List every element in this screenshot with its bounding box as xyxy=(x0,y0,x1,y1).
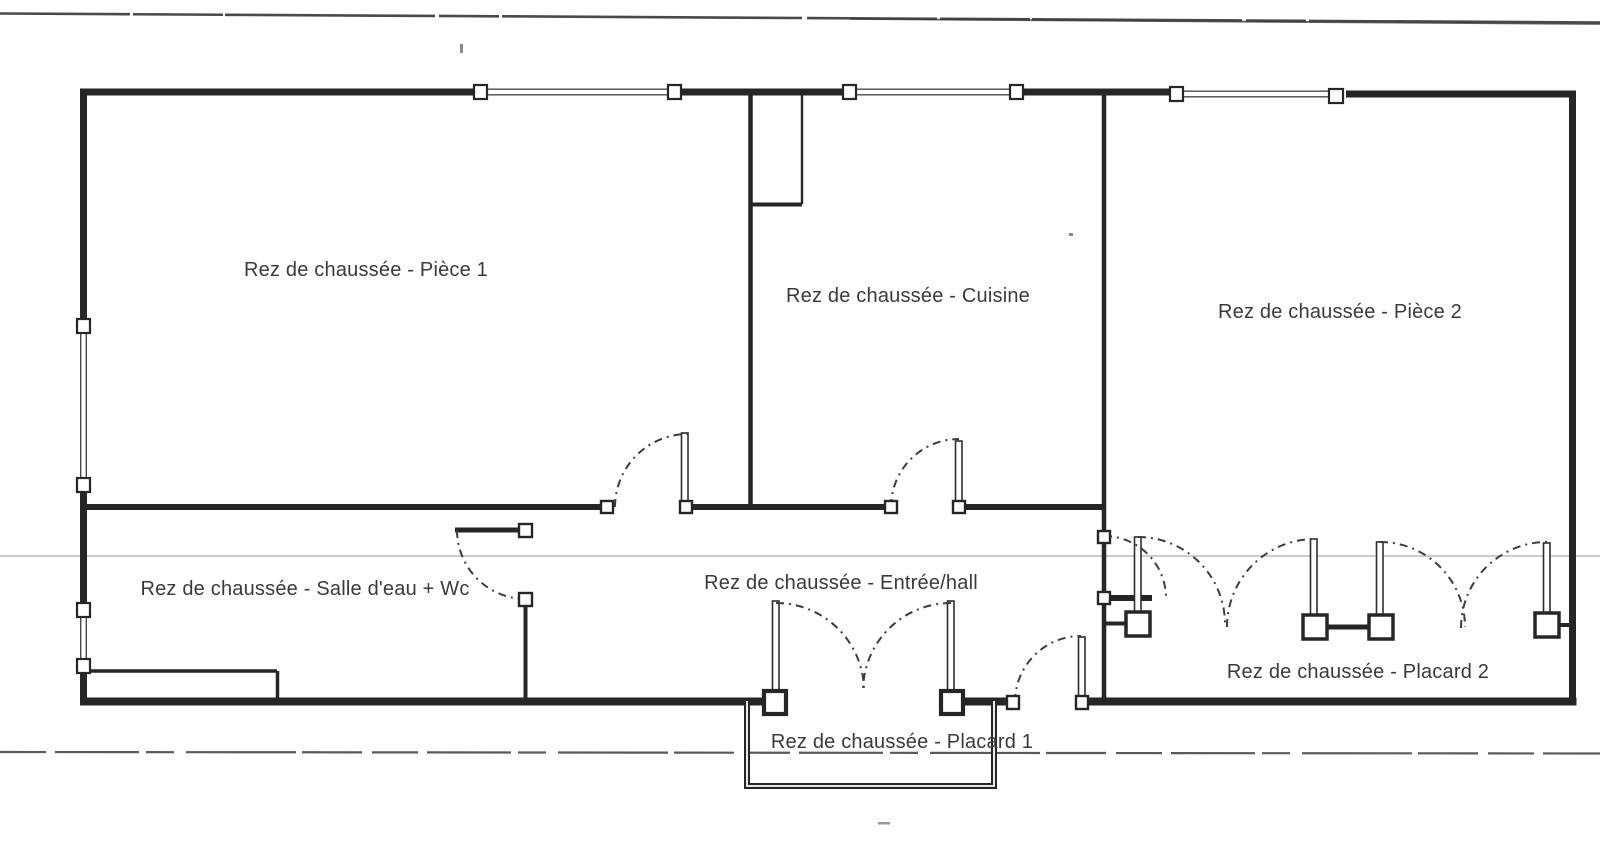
placard1-box xyxy=(744,701,997,789)
door-swing-arcs xyxy=(456,433,1548,703)
placard2-door-panel xyxy=(1309,538,1318,616)
scan-line-top xyxy=(0,12,1600,24)
window-marker xyxy=(841,83,858,101)
placard2-post-box xyxy=(1367,613,1395,641)
placard2-door-panel xyxy=(1375,541,1384,616)
room-label-salle-deau: Rez de chaussée - Salle d'eau + Wc xyxy=(140,578,469,600)
placard2-door-arc xyxy=(1379,541,1466,628)
window-marker xyxy=(666,83,683,101)
entrance-jamb-post xyxy=(761,688,789,717)
placard2-door-arc xyxy=(1460,541,1548,629)
door-jamb xyxy=(517,591,534,608)
door-jamb xyxy=(1074,694,1090,711)
placard2-door-arc xyxy=(1226,538,1316,628)
placard2-post-box xyxy=(1533,611,1561,639)
window-marker xyxy=(75,657,92,675)
room-labels: Rez de chaussée - Pièce 1 Rez de chaussé… xyxy=(140,259,1489,753)
room-label-placard-2: Rez de chaussée - Placard 2 xyxy=(1227,661,1489,683)
window-marker xyxy=(1008,83,1025,101)
window-marker xyxy=(75,317,92,335)
hall-door-arc xyxy=(1014,635,1082,703)
piece1-door-arc xyxy=(614,433,689,508)
scan-speck xyxy=(878,822,890,825)
kitchen-door-panel xyxy=(954,440,963,504)
door-jamb xyxy=(599,499,615,515)
door-jamb xyxy=(678,499,694,515)
scan-line-bottom xyxy=(0,750,1600,755)
room-label-entree-hall: Rez de chaussée - Entrée/hall xyxy=(704,572,978,594)
wc-door-arc xyxy=(456,529,527,600)
scan-speck xyxy=(1069,233,1073,236)
hall-door-panel xyxy=(1077,636,1086,697)
entrance-door-right-arc xyxy=(862,602,952,692)
room-label-piece-2: Rez de chaussée - Pièce 2 xyxy=(1218,301,1462,323)
placard2-post-box xyxy=(1124,610,1152,638)
window-marker xyxy=(472,83,489,101)
window-marker xyxy=(1168,85,1185,103)
room-label-cuisine: Rez de chaussée - Cuisine xyxy=(786,285,1030,307)
door-jamb xyxy=(1005,694,1021,711)
corridor-door-arc xyxy=(1103,535,1167,599)
door-panels xyxy=(680,432,1551,697)
door-jamb xyxy=(517,522,534,539)
room-label-placard-1: Rez de chaussée - Placard 1 xyxy=(771,731,1033,753)
door-jamb xyxy=(1096,590,1112,606)
entrance-door-left-arc xyxy=(775,602,865,692)
piece1-door-panel xyxy=(680,432,689,504)
entrance-door-left-panel xyxy=(771,600,780,692)
door-jamb xyxy=(883,499,899,515)
window-marker xyxy=(1327,87,1345,105)
interior-walls xyxy=(80,92,1574,703)
outer-walls xyxy=(80,88,1577,706)
placard2-door-panel xyxy=(1133,536,1142,613)
door-jamb xyxy=(1096,529,1112,545)
placard2-post-box xyxy=(1301,613,1329,641)
placard2-door-panel xyxy=(1542,542,1551,614)
entrance-door-right-panel xyxy=(946,600,955,692)
windows xyxy=(79,88,1339,666)
window-marker xyxy=(75,601,92,619)
placard1-outline-core xyxy=(746,701,995,787)
window-markers xyxy=(75,83,1345,675)
scan-speck xyxy=(460,44,463,53)
door-jamb xyxy=(951,499,967,515)
room-label-piece-1: Rez de chaussée - Pièce 1 xyxy=(244,259,488,281)
entrance-jamb-post xyxy=(938,688,966,717)
door-jambs xyxy=(517,499,1561,717)
kitchen-door-arc xyxy=(890,438,960,508)
scan-artifacts xyxy=(0,12,1600,825)
window-marker xyxy=(75,476,92,494)
scan-line-top-dark xyxy=(849,18,1600,25)
